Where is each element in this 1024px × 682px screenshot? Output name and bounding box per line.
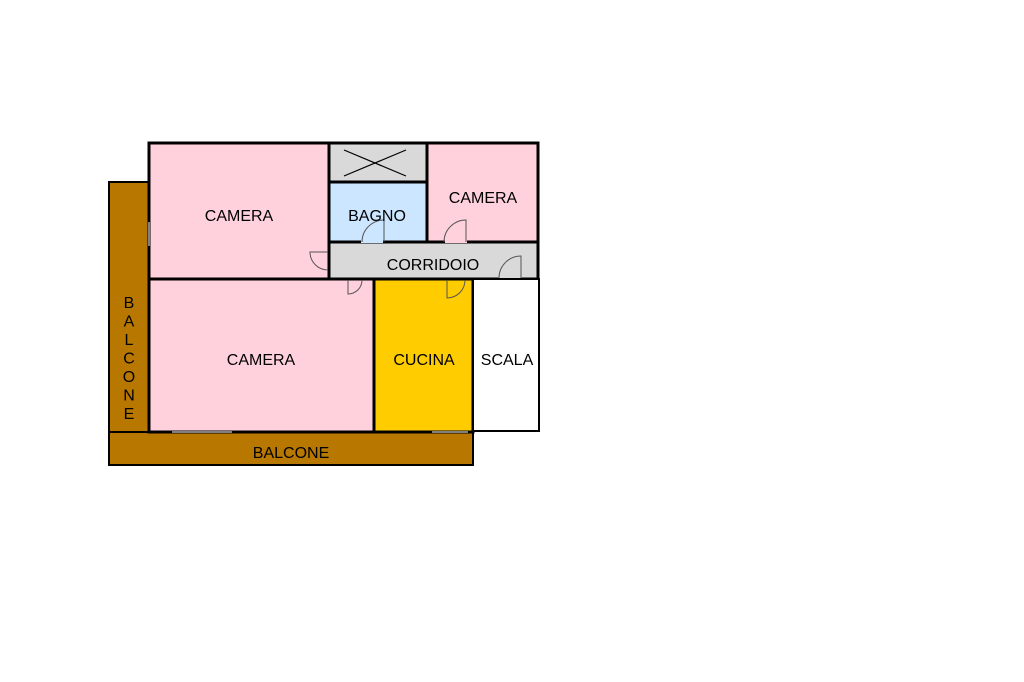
cucina bbox=[372, 277, 475, 434]
scala bbox=[472, 278, 540, 432]
balcone-bottom bbox=[108, 431, 474, 466]
door-camera-top-right bbox=[443, 219, 467, 243]
door-scala bbox=[498, 255, 522, 279]
door-bagno bbox=[361, 219, 385, 243]
door-camera-bottom bbox=[347, 279, 363, 295]
label-camera-top-right: CAMERA bbox=[449, 190, 518, 207]
door-camera-top-left bbox=[309, 251, 329, 271]
label-camera-top-left: CAMERA bbox=[205, 208, 274, 225]
label-bagno: BAGNO bbox=[348, 208, 406, 225]
label-balcone-bottom: BALCONE bbox=[253, 445, 329, 462]
label-scala: SCALA bbox=[481, 352, 534, 369]
camera-bottom bbox=[147, 277, 376, 434]
camera-top-left bbox=[147, 141, 331, 281]
label-camera-bottom: CAMERA bbox=[227, 352, 296, 369]
label-cucina: CUCINA bbox=[393, 352, 455, 369]
cavedio bbox=[327, 141, 429, 184]
label-corridoio: CORRIDOIO bbox=[387, 257, 479, 274]
cavedio-cross-line-2 bbox=[343, 149, 407, 177]
balcone-left bbox=[108, 181, 150, 433]
door-cucina bbox=[446, 279, 466, 299]
